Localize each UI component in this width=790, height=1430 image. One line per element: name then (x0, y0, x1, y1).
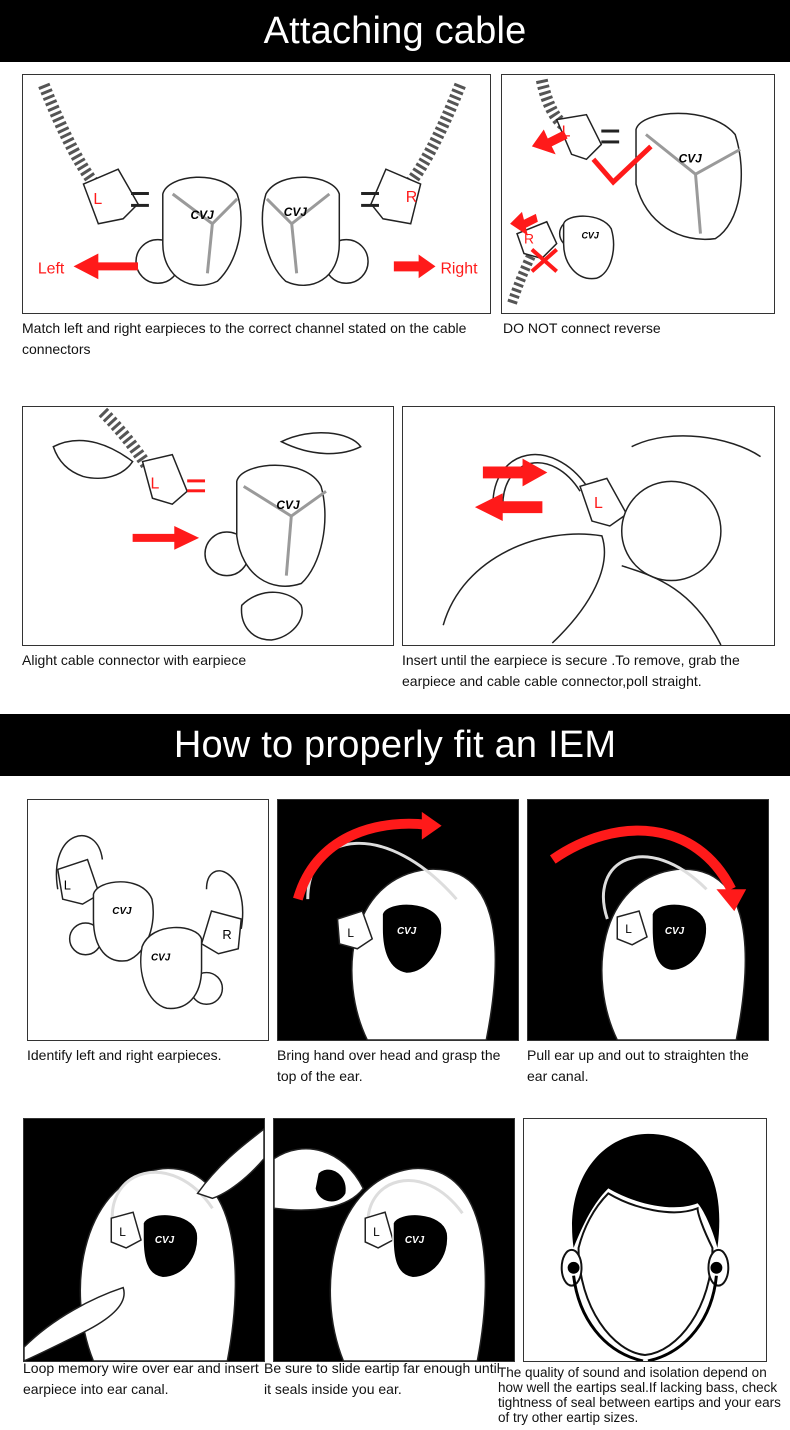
logo-text: CVJ (397, 926, 417, 937)
section-title: How to properly fit an IEM (173, 723, 617, 766)
caption-do-not-reverse: DO NOT connect reverse (503, 320, 661, 336)
illustration-pull-ear: L CVJ (549, 825, 747, 1040)
l-mark: L (625, 922, 632, 936)
l-mark: L (562, 123, 571, 140)
caption-match-channels: Match left and right earpieces to the co… (22, 320, 467, 357)
caption-seal-quality: The quality of sound and isolation depen… (498, 1365, 781, 1425)
logo-text: CVJ (679, 151, 703, 165)
logo-text: CVJ (276, 498, 300, 512)
step-slide-eartip: L CVJ (273, 1118, 515, 1362)
r-mark: R (524, 231, 534, 247)
illustration-wrong-way: L CVJ R CVJ (507, 78, 742, 305)
step-identify: L CVJ R CVJ (27, 799, 269, 1041)
right-label: Right (440, 260, 478, 277)
arrow-icon (510, 211, 538, 236)
illustration-align: L CVJ (52, 407, 362, 641)
logo-text: CVJ (581, 231, 599, 241)
arrow-icon (716, 889, 747, 912)
step-seal-quality (523, 1118, 767, 1362)
panel-align-connector: L CVJ (22, 406, 394, 646)
step-pull-ear: L CVJ (527, 799, 769, 1041)
illustration-insert: L (442, 435, 761, 645)
r-mark: R (222, 927, 231, 942)
logo-text: CVJ (284, 205, 308, 219)
l-mark: L (64, 877, 71, 892)
l-mark: L (594, 495, 603, 512)
illustration-hand-over-head: L CVJ (293, 811, 496, 1040)
arrow-right-icon (482, 458, 548, 487)
illustration-slide-eartip: L CVJ (274, 1148, 487, 1361)
right-arrow-icon (393, 254, 436, 279)
arrow-icon (531, 129, 568, 155)
caption-pull-ear: Pull ear up and out to straighten the ea… (527, 1047, 749, 1084)
step-loop-wire: L CVJ (23, 1118, 265, 1362)
arrow-icon (132, 526, 200, 550)
arrow-left-icon (474, 493, 543, 522)
logo-text: CVJ (191, 208, 215, 222)
cross-icon (530, 248, 558, 273)
caption-align-connector: Alight cable connector with earpiece (22, 652, 247, 668)
section-banner-attaching: Attaching cable (0, 0, 790, 62)
logo-text: CVJ (405, 1235, 425, 1246)
l-mark: L (119, 1225, 126, 1239)
l-mark: L (347, 926, 354, 940)
l-mark: L (150, 475, 159, 492)
logo-text: CVJ (155, 1235, 175, 1246)
section-banner-fit: How to properly fit an IEM (0, 714, 790, 776)
caption-hand-over-head: Bring hand over head and grasp the top o… (277, 1047, 501, 1084)
left-label: Left (38, 260, 65, 277)
l-mark: L (93, 191, 102, 208)
illustration-identify: L CVJ R CVJ (55, 834, 244, 1010)
check-icon (591, 144, 653, 186)
panel-do-not-reverse: L CVJ R CVJ (501, 74, 775, 314)
step-hand-over-head: L CVJ (277, 799, 519, 1041)
caption-slide-eartip: Be sure to slide eartip far enough until… (264, 1360, 500, 1397)
illustration-left-right: L R CVJ CVJ Left Right (38, 82, 478, 286)
section-title: Attaching cable (263, 9, 527, 52)
illustration-head-with-earphones (560, 1133, 730, 1361)
illustration-loop-wire: L CVJ (24, 1127, 264, 1361)
caption-identify: Identify left and right earpieces. (27, 1047, 222, 1063)
panel-match-channels: L R CVJ CVJ Left Right (22, 74, 491, 314)
logo-text: CVJ (112, 906, 132, 917)
l-mark: L (373, 1225, 380, 1239)
left-arrow-icon (73, 253, 138, 280)
logo-text: CVJ (665, 926, 685, 937)
arrow-icon (421, 811, 442, 840)
r-mark: R (406, 189, 417, 206)
caption-insert-secure: Insert until the earpiece is secure .To … (402, 652, 740, 689)
panel-insert-secure: L (402, 406, 775, 646)
logo-text: CVJ (151, 953, 171, 964)
caption-loop-wire: Loop memory wire over ear and insert ear… (23, 1360, 259, 1397)
